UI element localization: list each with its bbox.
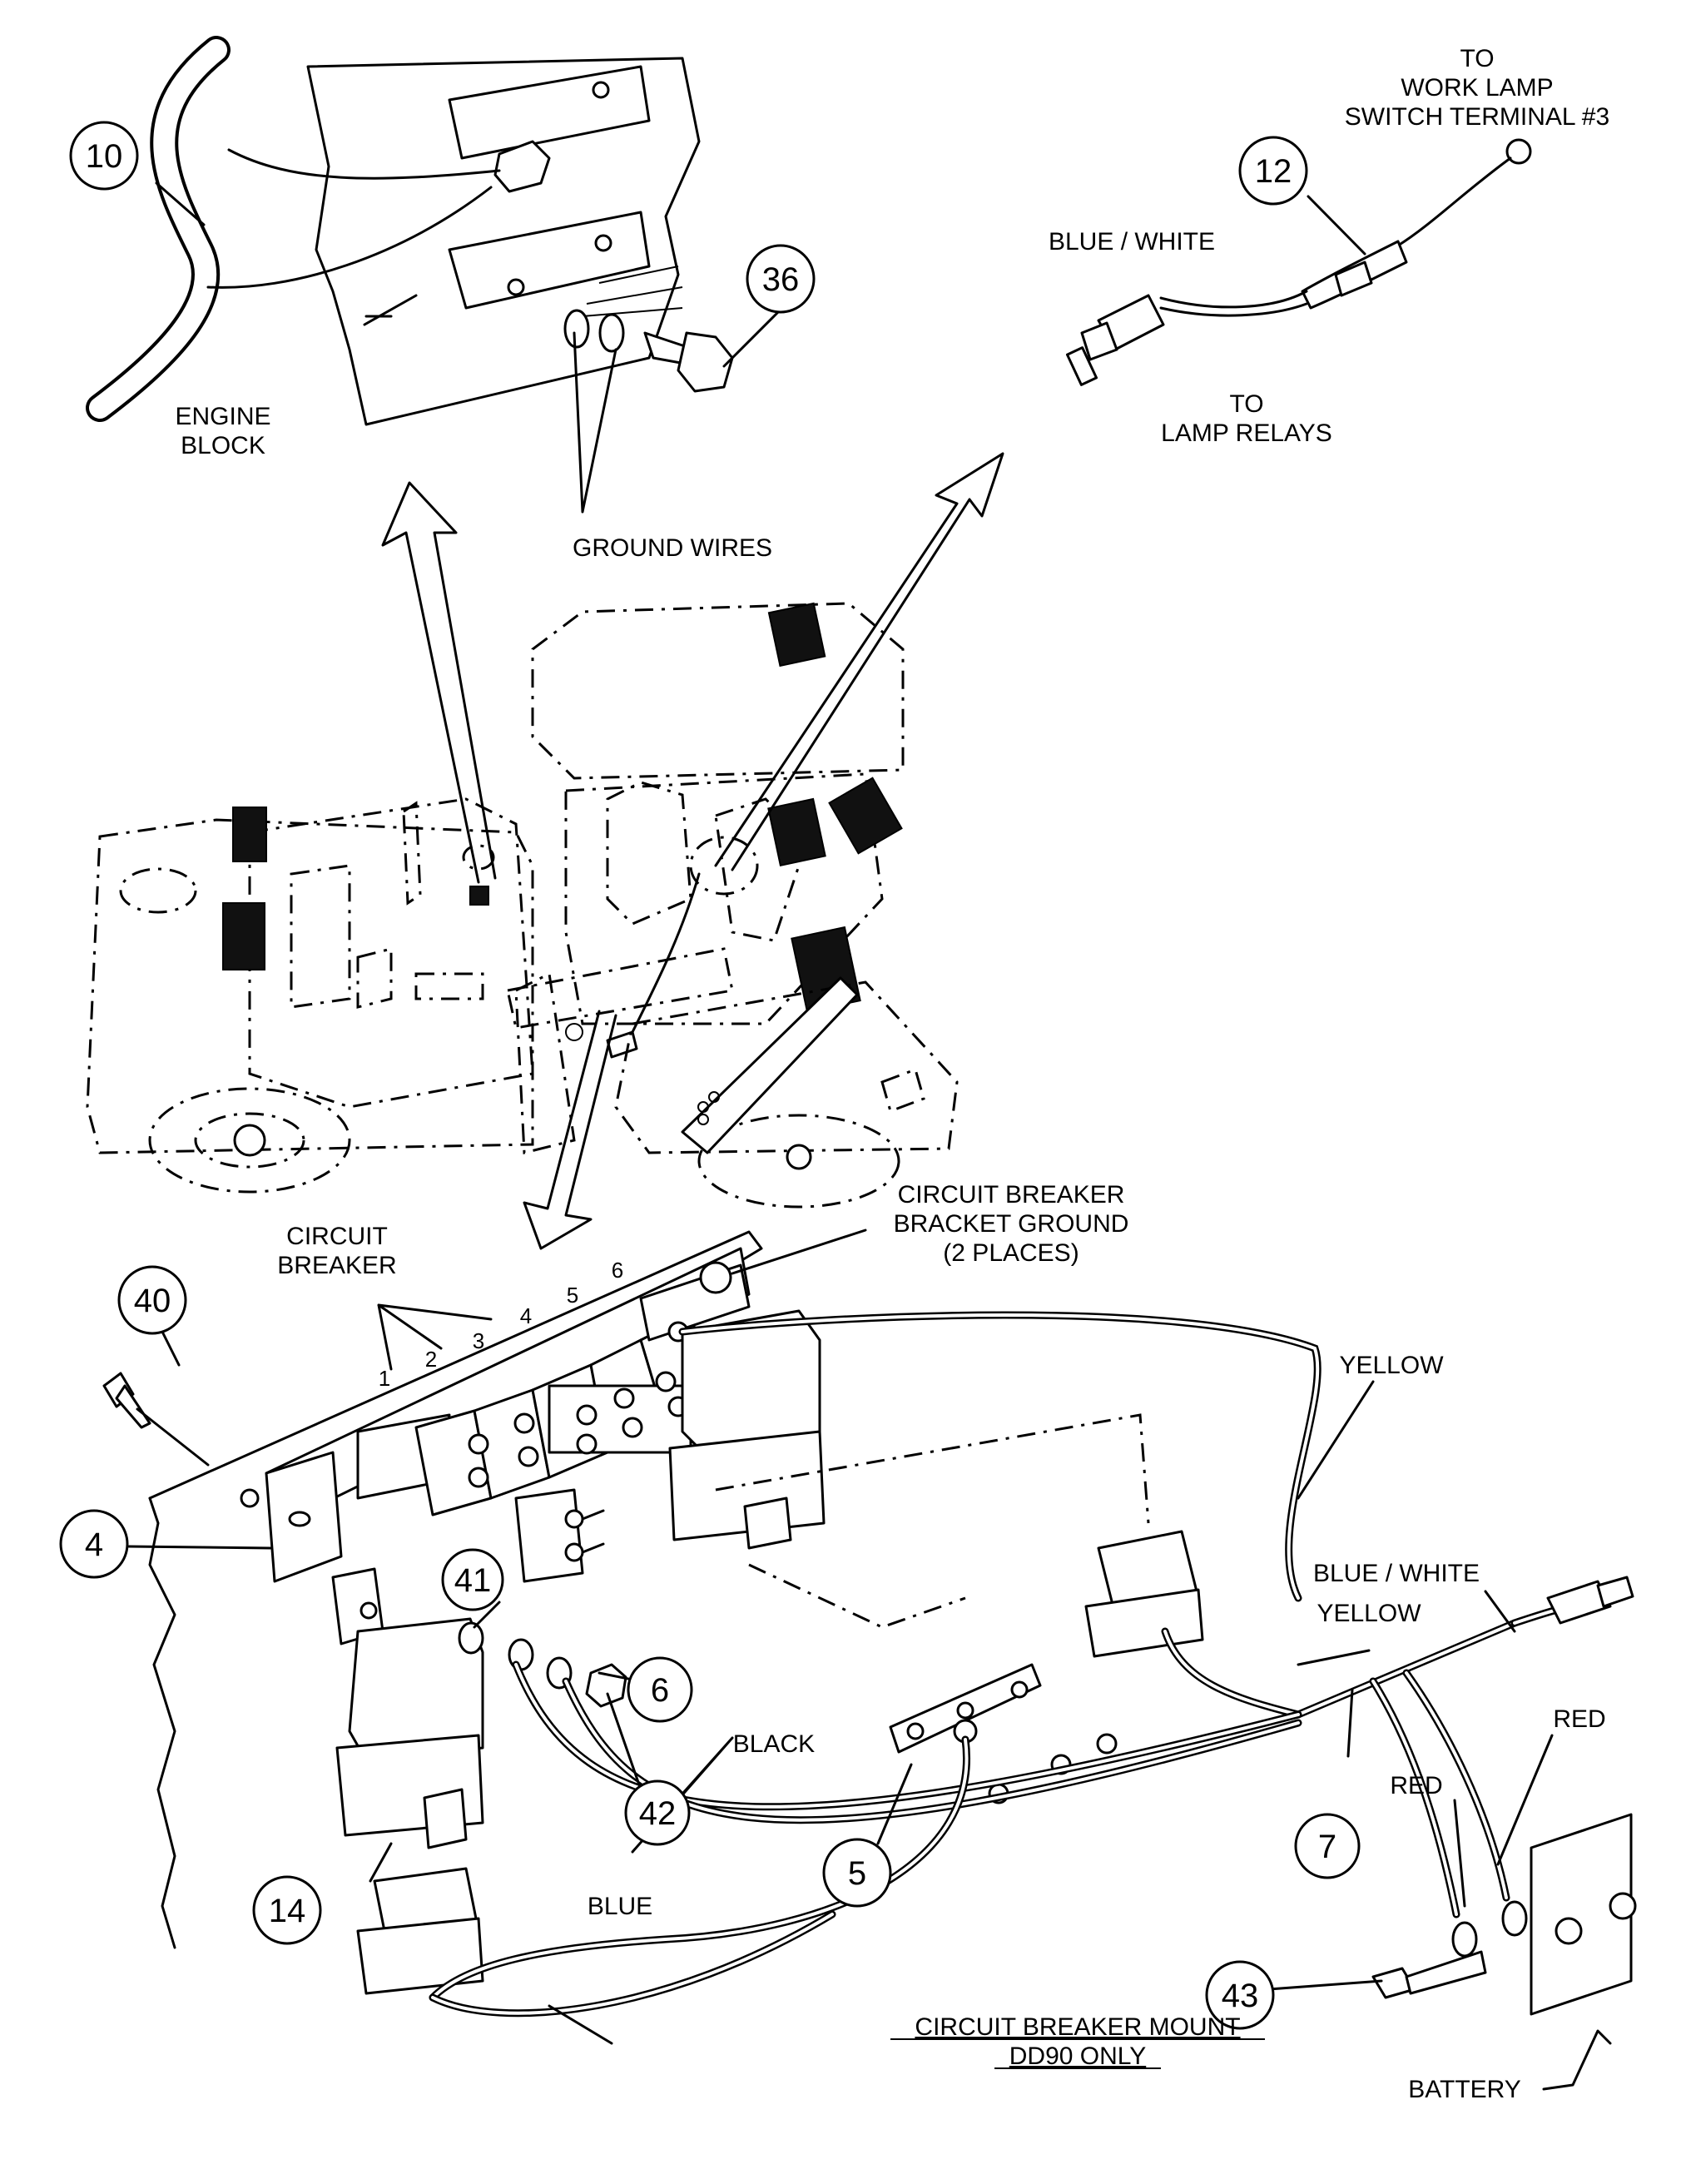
roller-machine	[86, 602, 959, 1209]
svg-text:SWITCH TERMINAL #3: SWITCH TERMINAL #3	[1345, 103, 1609, 131]
label-black: BLACK	[733, 1730, 815, 1758]
svg-text:2: 2	[425, 1347, 437, 1372]
svg-text:5: 5	[848, 1855, 866, 1892]
callout-5: 5	[822, 1838, 892, 1908]
callout-36: 36	[746, 244, 816, 314]
svg-text:14: 14	[269, 1893, 306, 1929]
label-red-2: RED	[1390, 1772, 1442, 1799]
svg-text:42: 42	[639, 1795, 677, 1832]
svg-text:40: 40	[134, 1283, 171, 1319]
svg-text:CIRCUIT BREAKER: CIRCUIT BREAKER	[898, 1181, 1125, 1209]
callout-4: 4	[59, 1509, 129, 1579]
label-yellow-2: YELLOW	[1317, 1600, 1421, 1627]
svg-text:TO: TO	[1229, 390, 1263, 418]
svg-text:41: 41	[454, 1562, 492, 1599]
label-battery: BATTERY	[1408, 2076, 1521, 2103]
label-blue-white-right: BLUE / WHITE	[1313, 1560, 1480, 1587]
svg-text:CIRCUIT: CIRCUIT	[286, 1223, 388, 1250]
svg-text:3: 3	[473, 1328, 484, 1353]
svg-text:1: 1	[379, 1366, 390, 1391]
callout-41: 41	[441, 1548, 504, 1611]
svg-text:4: 4	[520, 1303, 532, 1328]
svg-text:43: 43	[1222, 1978, 1259, 2014]
callout-7: 7	[1294, 1813, 1361, 1879]
circuit-breaker-mount	[102, 1230, 1637, 2018]
callout-12: 12	[1238, 136, 1308, 206]
svg-text:7: 7	[1318, 1829, 1336, 1865]
breaker-numbers: 1 2 3 4 5 6	[379, 1258, 623, 1391]
label-mount-title: CIRCUIT BREAKER MOUNT DD90 ONLY	[890, 2013, 1265, 2070]
callout-14: 14	[252, 1875, 322, 1945]
svg-text:TO: TO	[1460, 45, 1494, 72]
callout-43: 43	[1205, 1960, 1275, 2030]
label-to-work-lamp: TO WORK LAMP SWITCH TERMINAL #3	[1345, 45, 1609, 131]
label-circuit-breaker: CIRCUIT BREAKER	[277, 1223, 396, 1279]
svg-text:WORK LAMP: WORK LAMP	[1401, 74, 1553, 102]
callout-6: 6	[627, 1656, 693, 1723]
svg-text:4: 4	[85, 1526, 103, 1563]
label-ground-wires: GROUND WIRES	[573, 534, 772, 562]
label-cb-bracket-ground: CIRCUIT BREAKER BRACKET GROUND (2 PLACES…	[894, 1181, 1129, 1267]
callout-42: 42	[624, 1779, 691, 1846]
svg-text:LAMP RELAYS: LAMP RELAYS	[1161, 419, 1332, 447]
label-blue: BLUE	[588, 1893, 652, 1920]
engine-block-inset	[86, 36, 734, 426]
svg-text:ENGINE: ENGINE	[175, 403, 270, 430]
svg-text:BLOCK: BLOCK	[181, 432, 265, 459]
lamp-wire-inset	[1065, 138, 1532, 386]
label-blue-white-top: BLUE / WHITE	[1049, 228, 1215, 256]
svg-text:(2 PLACES): (2 PLACES)	[943, 1239, 1079, 1267]
svg-text:10: 10	[86, 138, 123, 175]
svg-text:BREAKER: BREAKER	[277, 1252, 396, 1279]
callout-40: 40	[117, 1265, 187, 1335]
circuit-breakers	[414, 1261, 751, 1516]
label-yellow-1: YELLOW	[1339, 1352, 1444, 1379]
leader-lines	[127, 181, 1612, 2091]
svg-text:6: 6	[612, 1258, 623, 1283]
svg-text:DD90 ONLY: DD90 ONLY	[1009, 2043, 1147, 2070]
svg-text:BRACKET GROUND: BRACKET GROUND	[894, 1210, 1129, 1238]
pointer-arrows	[381, 452, 1004, 1250]
svg-text:5: 5	[567, 1283, 578, 1308]
label-engine-block: ENGINE BLOCK	[175, 403, 270, 459]
label-to-lamp-relays: TO LAMP RELAYS	[1161, 390, 1332, 447]
svg-text:CIRCUIT BREAKER MOUNT: CIRCUIT BREAKER MOUNT	[915, 2013, 1240, 2041]
svg-text:36: 36	[762, 261, 800, 298]
svg-text:6: 6	[651, 1672, 669, 1709]
label-red-1: RED	[1553, 1705, 1605, 1733]
callout-10: 10	[69, 121, 139, 191]
svg-text:12: 12	[1255, 153, 1292, 190]
